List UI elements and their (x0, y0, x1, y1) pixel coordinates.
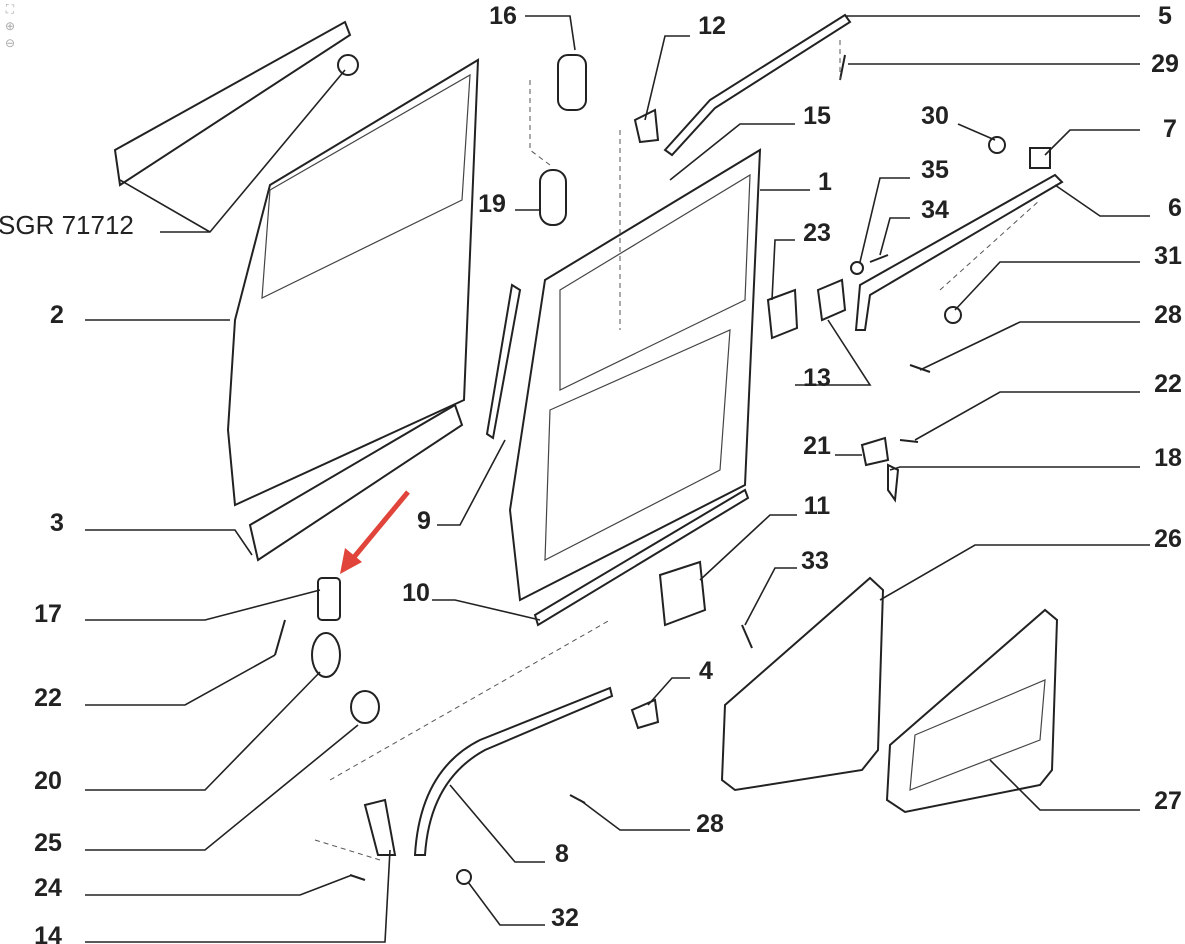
callout-label-28[interactable]: 28 (1154, 301, 1182, 329)
callout-label-22[interactable]: 22 (34, 684, 62, 712)
callout-label-31[interactable]: 31 (1154, 242, 1182, 270)
leader-lines (85, 15, 1150, 943)
part-arc-rail-8[interactable] (413, 686, 614, 856)
callout-label-7[interactable]: 7 (1163, 115, 1177, 143)
callout-label-25[interactable]: 25 (34, 829, 62, 857)
part-seal-strip[interactable] (485, 283, 522, 440)
callout-label-26[interactable]: 26 (1154, 525, 1182, 553)
callout-label-30[interactable]: 30 (921, 102, 949, 130)
callout-label-29[interactable]: 29 (1151, 50, 1179, 78)
zoom-in-icon[interactable]: ⊕ (4, 19, 16, 33)
part-11[interactable] (658, 560, 707, 627)
callout-label-32[interactable]: 32 (551, 904, 579, 932)
callout-label-13[interactable]: 13 (803, 364, 831, 392)
fit-screen-icon[interactable]: ⛶ (5, 2, 15, 16)
callout-label-1[interactable]: 1 (818, 168, 832, 196)
part-door-inner-frame[interactable] (508, 148, 762, 602)
callout-label-20[interactable]: 20 (34, 767, 62, 795)
callout-label-22[interactable]: 22 (1154, 370, 1182, 398)
red-indicator-arrow (340, 490, 410, 574)
part-23[interactable] (766, 288, 799, 340)
part-13[interactable] (816, 278, 847, 322)
callout-label-4[interactable]: 4 (699, 657, 713, 685)
callout-label-27[interactable]: 27 (1154, 787, 1182, 815)
callout-label-11[interactable]: 11 (804, 492, 831, 520)
callout-label-19[interactable]: 19 (478, 190, 506, 218)
part-trim-panel-26[interactable] (720, 576, 885, 792)
part-upper-arm[interactable] (663, 13, 852, 157)
part-16[interactable] (557, 54, 587, 111)
callout-label-17[interactable]: 17 (34, 600, 62, 628)
callout-label-9[interactable]: 9 (417, 507, 431, 535)
callout-label-21[interactable]: 21 (803, 432, 831, 460)
part-lower-sill[interactable] (248, 403, 464, 562)
callout-label-5[interactable]: 5 (1158, 2, 1172, 30)
callout-label-35[interactable]: 35 (921, 156, 949, 184)
callout-label-15[interactable]: 15 (803, 102, 831, 130)
viewer-toolbar: ⛶ ⊕ ⊖ (3, 2, 17, 53)
callout-label-33[interactable]: 33 (801, 547, 829, 575)
part-19[interactable] (539, 169, 567, 226)
callout-label-28[interactable]: 28 (696, 810, 724, 838)
reference-code: SGR 71712 (0, 210, 134, 240)
callout-label-10[interactable]: 10 (402, 579, 430, 607)
callout-label-16[interactable]: 16 (489, 2, 517, 30)
callout-label-18[interactable]: 18 (1154, 444, 1182, 472)
part-lower-rail[interactable] (533, 488, 750, 627)
part-center-rail[interactable] (854, 173, 1064, 331)
parts-drawings (113, 13, 1064, 885)
part-upper-rail[interactable] (113, 20, 352, 187)
callout-label-8[interactable]: 8 (555, 840, 569, 868)
part-door-outer-panel[interactable] (226, 58, 480, 507)
callout-label-2[interactable]: 2 (50, 301, 64, 329)
callout-label-12[interactable]: 12 (698, 12, 726, 40)
callout-label-3[interactable]: 3 (50, 509, 64, 537)
callout-label-24[interactable]: 24 (34, 874, 62, 902)
callout-label-14[interactable]: 14 (34, 922, 62, 944)
callout-label-23[interactable]: 23 (803, 219, 831, 247)
callout-label-34[interactable]: 34 (921, 196, 949, 224)
callout-label-6[interactable]: 6 (1168, 194, 1182, 222)
zoom-out-icon[interactable]: ⊖ (4, 36, 16, 50)
